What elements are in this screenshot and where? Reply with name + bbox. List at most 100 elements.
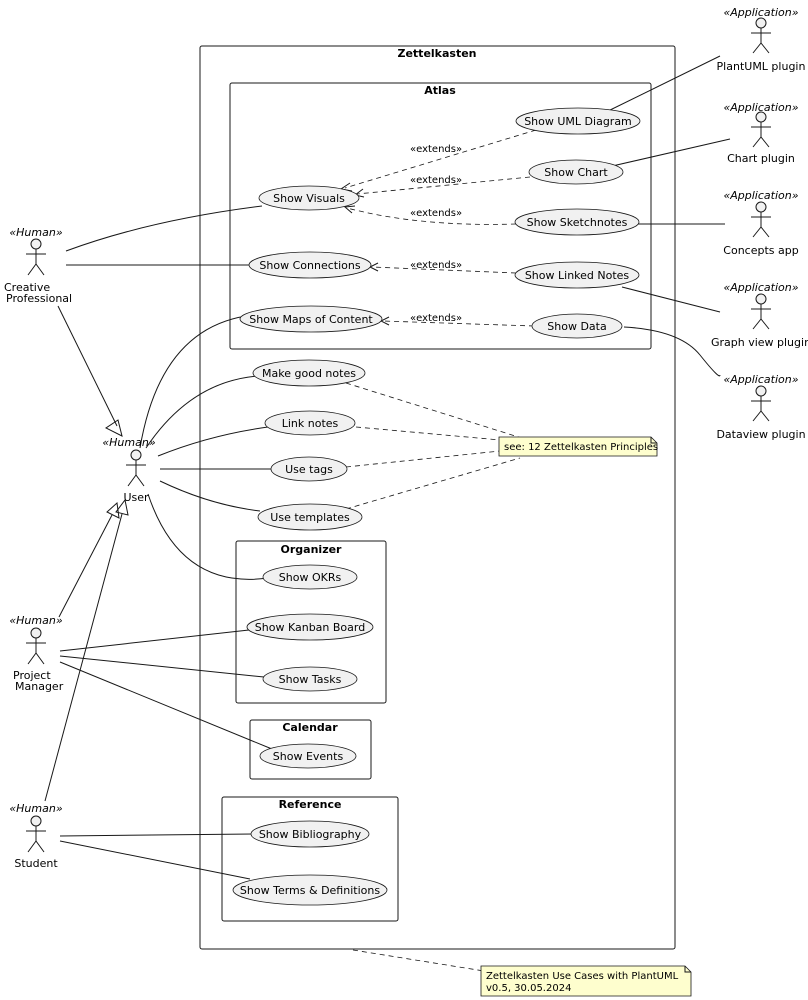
actor-figure-icon xyxy=(751,17,771,54)
assoc-user-link-notes xyxy=(157,426,269,457)
gen-creative-user xyxy=(57,305,118,427)
use-case-show-events: Show Events xyxy=(259,743,357,769)
use-case-show-chart: Show Chart xyxy=(528,159,624,185)
use-case-label: Show Visuals xyxy=(273,192,345,205)
package-reference: Reference xyxy=(221,796,399,922)
assoc-uml-plantuml xyxy=(603,55,721,114)
use-case-label: Show Kanban Board xyxy=(255,621,365,634)
assoc-student-show-terms xyxy=(59,840,251,880)
assoc-student-show-bibliography xyxy=(59,833,254,837)
use-case-label: Show Tasks xyxy=(279,673,342,686)
actor-label: User xyxy=(123,491,149,504)
note-footer xyxy=(352,949,485,972)
actor-figure-icon xyxy=(751,201,771,238)
assoc-user-show-okrs xyxy=(147,493,269,580)
ext-data-maps xyxy=(382,320,535,327)
actor-label: Dataview plugin xyxy=(716,428,805,441)
actor-figure-icon xyxy=(751,385,771,422)
extends-labels: «extends» «extends» «extends» «extends» … xyxy=(410,144,462,324)
actor-figure-icon xyxy=(26,815,46,853)
actor-stereotype: «Application» xyxy=(723,189,798,202)
use-case-show-okrs: Show OKRs xyxy=(262,564,358,590)
use-case-label: Show Chart xyxy=(544,166,608,179)
use-case-show-connections: Show Connections xyxy=(248,251,372,279)
use-case-label: Show Bibliography xyxy=(259,828,362,841)
assoc-pm-show-events xyxy=(59,661,273,750)
package-organizer-title: Organizer xyxy=(281,543,343,556)
use-case-show-tasks: Show Tasks xyxy=(262,666,358,692)
actor-label-line1: Project xyxy=(13,669,51,682)
use-case-link-notes: Link notes xyxy=(264,410,356,436)
actor-label: Chart plugin xyxy=(727,152,795,165)
gen-student-arrowhead xyxy=(115,498,129,516)
ext-sketch-visuals xyxy=(346,207,517,225)
use-case-show-bibliography: Show Bibliography xyxy=(250,820,370,848)
use-case-label: Show Events xyxy=(273,750,344,763)
assoc-data-dataview xyxy=(623,326,721,377)
note-use-templates xyxy=(345,457,521,510)
use-case-show-maps-of-content: Show Maps of Content xyxy=(239,305,383,333)
assoc-creative-show-visuals xyxy=(65,205,263,252)
extends-label-uml: «extends» xyxy=(410,144,462,155)
package-zettelkasten-title: Zettelkasten xyxy=(397,47,476,60)
actor-figure-icon xyxy=(26,238,46,276)
ext-uml-visuals xyxy=(344,129,537,189)
actor-stereotype: «Human» xyxy=(9,226,62,239)
actor-creative-professional: «Human» Creative Professional xyxy=(4,226,72,305)
actor-label: Student xyxy=(14,857,58,870)
actor-stereotype: «Human» xyxy=(9,802,62,815)
use-case-make-good-notes: Make good notes xyxy=(252,359,366,387)
use-case-label: Show Linked Notes xyxy=(525,269,630,282)
gen-pm-user xyxy=(58,514,113,618)
actor-concepts-app: «Application» Concepts app xyxy=(723,189,798,257)
extends-label-sketch: «extends» xyxy=(410,208,462,219)
actor-stereotype: «Application» xyxy=(723,101,798,114)
use-case-show-sketchnotes: Show Sketchnotes xyxy=(514,208,640,236)
assoc-pm-show-tasks xyxy=(59,655,265,678)
package-atlas: Atlas xyxy=(229,82,652,350)
package-organizer: Organizer xyxy=(235,540,387,704)
actor-graph-view-plugin: «Application» Graph view plugin xyxy=(711,281,808,349)
ext-linked-connections xyxy=(371,266,517,274)
actor-plantuml-plugin: «Application» PlantUML plugin xyxy=(717,6,806,73)
actor-dataview-plugin: «Application» Dataview plugin xyxy=(716,373,805,441)
package-reference-title: Reference xyxy=(279,798,342,811)
package-calendar: Calendar xyxy=(249,719,372,780)
actor-label-line2: Manager xyxy=(15,680,64,693)
use-case-label: Show OKRs xyxy=(279,571,342,584)
use-case-label: Use tags xyxy=(285,463,333,476)
note-link-notes xyxy=(355,426,501,441)
use-case-label: Show Data xyxy=(547,320,606,333)
actor-figure-icon xyxy=(751,111,771,148)
actor-stereotype: «Human» xyxy=(9,614,62,627)
actor-figure-icon xyxy=(751,293,771,330)
use-case-show-kanban-board: Show Kanban Board xyxy=(246,613,374,641)
ext-chart-visuals xyxy=(356,176,531,195)
gen-pm-arrowhead xyxy=(106,501,120,519)
note-footer: Zettelkasten Use Cases with PlantUML v0.… xyxy=(480,965,692,997)
assoc-pm-show-kanban xyxy=(59,629,250,652)
assoc-user-use-templates xyxy=(159,480,261,512)
use-case-label: Show Maps of Content xyxy=(249,313,373,326)
actor-stereotype: «Human» xyxy=(102,436,155,449)
note-use-tags xyxy=(345,450,501,468)
gen-creative-arrowhead xyxy=(105,419,123,437)
gen-student-user xyxy=(44,513,123,802)
assoc-user-make-good-notes xyxy=(145,375,258,449)
package-calendar-title: Calendar xyxy=(282,721,338,734)
use-case-label: Show Terms & Definitions xyxy=(240,884,380,897)
actor-user: «Human» User xyxy=(102,436,155,504)
extends-label-linked: «extends» xyxy=(410,260,462,271)
actor-stereotype: «Application» xyxy=(723,6,798,19)
actor-chart-plugin: «Application» Chart plugin xyxy=(723,101,798,165)
actor-figure-icon xyxy=(126,449,146,487)
ext-sketch-arrowhead xyxy=(343,205,356,214)
note-principles: see: 12 Zettelkasten Principles xyxy=(498,436,658,457)
actor-label: PlantUML plugin xyxy=(717,60,806,73)
use-case-show-uml-diagram: Show UML Diagram xyxy=(515,107,641,135)
extends-label-data: «extends» xyxy=(410,313,462,324)
use-case-use-templates: Use templates xyxy=(257,503,363,531)
note-footer-line2: v0.5, 30.05.2024 xyxy=(486,983,571,994)
use-case-label: Link notes xyxy=(282,417,339,430)
